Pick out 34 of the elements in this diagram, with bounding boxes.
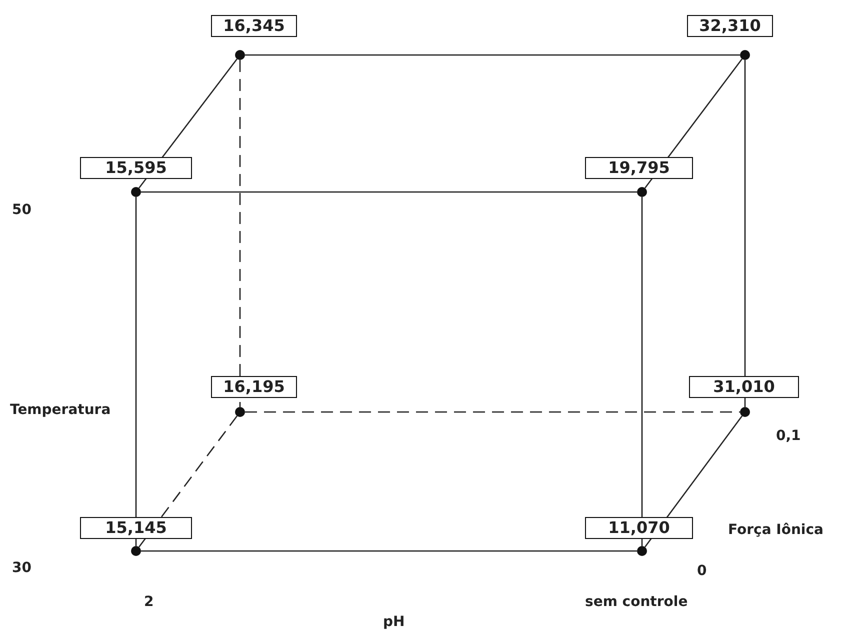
- dashed-line: [138, 416, 238, 548]
- line: [641, 197, 643, 546]
- line: [245, 54, 740, 56]
- value-box: 16,195: [211, 376, 297, 398]
- vertex-dot: [637, 546, 647, 556]
- vertex-dot: [235, 407, 245, 417]
- axis-label: sem controle: [585, 594, 688, 610]
- value-box: 19,795: [585, 157, 693, 179]
- axis-label: Temperatura: [10, 402, 111, 418]
- axis-label: pH: [383, 614, 405, 630]
- value-box: 11,070: [585, 517, 693, 539]
- vertex-dot: [740, 50, 750, 60]
- axis-label: Força Iônica: [728, 522, 824, 538]
- value-box: 32,310: [687, 15, 773, 37]
- line: [135, 197, 137, 546]
- value-box: 31,010: [689, 376, 799, 398]
- vertex-dot: [637, 187, 647, 197]
- axis-label: 30: [12, 560, 32, 576]
- axis-label: 0: [697, 563, 707, 579]
- vertex-dot: [131, 546, 141, 556]
- vertex-dot: [740, 407, 750, 417]
- line: [744, 60, 746, 407]
- value-box: 15,595: [80, 157, 192, 179]
- value-box: 15,145: [80, 517, 192, 539]
- vertex-dot: [235, 50, 245, 60]
- axis-label: 0,1: [776, 428, 801, 444]
- line: [141, 550, 637, 552]
- value-box: 16,345: [211, 15, 297, 37]
- axis-label: 2: [144, 594, 154, 610]
- line: [141, 191, 637, 193]
- axis-label: 50: [12, 202, 32, 218]
- vertex-dot: [131, 187, 141, 197]
- dashed-line: [239, 60, 241, 407]
- dashed-line: [245, 411, 740, 413]
